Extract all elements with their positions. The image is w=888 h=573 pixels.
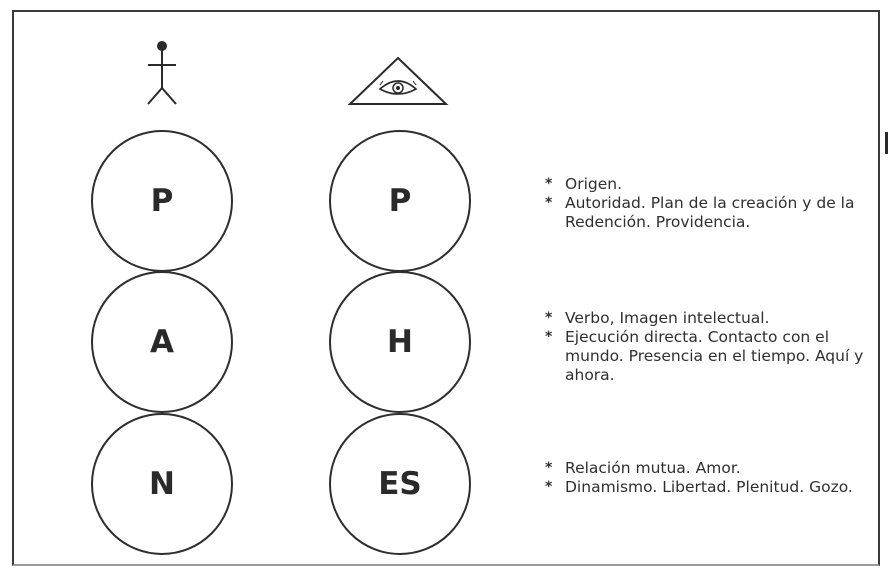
- stick-figure-icon: [147, 41, 177, 105]
- description-row-2: * Verbo, Imagen intelectual. * Ejecución…: [545, 309, 875, 385]
- description-text: Relación mutua. Amor.: [565, 459, 741, 477]
- circle-right-2: [329, 271, 471, 413]
- description-text: Autoridad. Plan de la creación y de la R…: [565, 194, 855, 231]
- description-text: Origen.: [565, 175, 623, 193]
- bullet-marker: *: [545, 329, 553, 345]
- bullet-marker: *: [545, 460, 553, 476]
- bullet-marker: *: [545, 310, 553, 326]
- description-item: * Relación mutua. Amor.: [545, 459, 875, 478]
- circle-left-2-label: A: [150, 324, 174, 360]
- circle-left-1-label: P: [150, 183, 174, 219]
- description-item: * Ejecución directa. Contacto con el mun…: [545, 328, 875, 385]
- bullet-marker: *: [545, 176, 553, 192]
- circle-left-2: [91, 271, 233, 413]
- eye-in-triangle-icon: [347, 56, 449, 105]
- circle-right-1-label: P: [388, 183, 412, 219]
- edge-mark: [885, 132, 888, 154]
- description-item: * Dinamismo. Libertad. Plenitud. Gozo.: [545, 478, 875, 497]
- circle-left-3: [91, 413, 233, 555]
- circle-left-3-label: N: [149, 466, 175, 502]
- description-item: * Origen.: [545, 175, 875, 194]
- description-item: * Verbo, Imagen intelectual.: [545, 309, 875, 328]
- bullet-marker: *: [545, 479, 553, 495]
- description-row-1: * Origen. * Autoridad. Plan de la creaci…: [545, 175, 875, 232]
- circle-right-3: [329, 413, 471, 555]
- description-text: Verbo, Imagen intelectual.: [565, 309, 770, 327]
- description-row-3: * Relación mutua. Amor. * Dinamismo. Lib…: [545, 459, 875, 497]
- bullet-marker: *: [545, 195, 553, 211]
- diagram-frame: [12, 10, 880, 566]
- circle-right-2-label: H: [387, 324, 413, 360]
- description-text: Ejecución directa. Contacto con el mundo…: [565, 328, 864, 384]
- description-item: * Autoridad. Plan de la creación y de la…: [545, 194, 875, 232]
- description-text: Dinamismo. Libertad. Plenitud. Gozo.: [565, 478, 853, 496]
- circle-right-3-label: ES: [378, 466, 422, 502]
